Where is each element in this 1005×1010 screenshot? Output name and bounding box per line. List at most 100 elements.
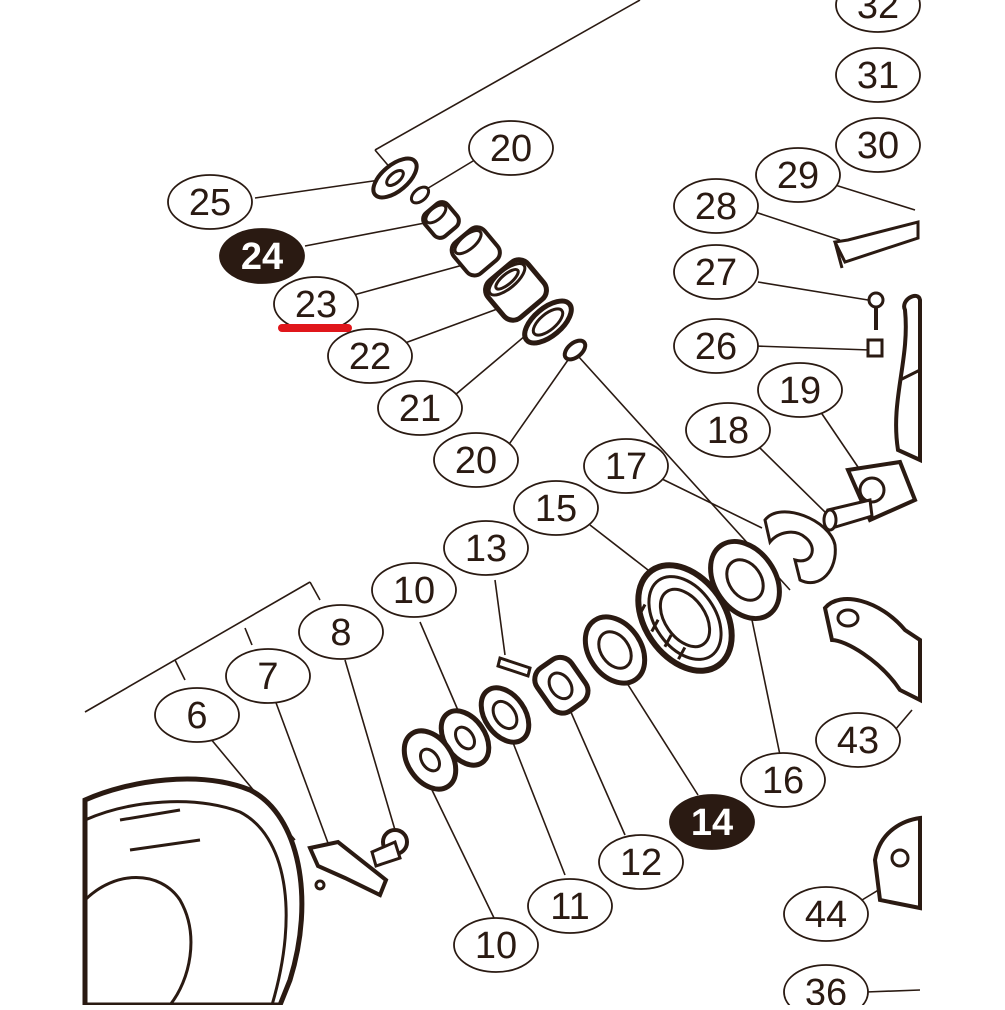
label-number: 15 (535, 488, 577, 530)
label-number: 29 (777, 155, 819, 197)
label-number: 16 (762, 760, 804, 802)
part-label-43: 43 (815, 712, 901, 768)
part-27-screw (867, 291, 885, 330)
part-label-10a: 10 (371, 562, 457, 618)
label-oval (327, 328, 413, 384)
part-label-24: 24 (219, 228, 305, 284)
part-label-13: 13 (443, 520, 529, 576)
label-oval (740, 752, 826, 808)
parts (82, 156, 922, 1008)
label-oval (513, 480, 599, 536)
label-oval (167, 174, 253, 230)
leader-19 (817, 407, 861, 471)
part-label-12: 12 (598, 834, 684, 890)
leader-21 (454, 329, 533, 396)
part-label-8: 8 (298, 604, 384, 660)
label-oval (219, 228, 305, 284)
part-label-28: 28 (673, 178, 759, 234)
leader-43 (894, 709, 913, 731)
leader-26 (754, 345, 871, 351)
part-label-36: 36 (783, 964, 869, 1010)
label-oval (669, 794, 755, 850)
part-label-31: 31 (835, 47, 921, 103)
part-label-27: 27 (673, 244, 759, 300)
leader-13 (494, 579, 506, 656)
label-number: 19 (779, 370, 821, 412)
leader-12 (569, 709, 626, 836)
part-label-19: 19 (757, 362, 843, 418)
part-20-small-ring-top (409, 185, 431, 205)
part-label-23: 23 (273, 276, 359, 332)
leader-28 (754, 211, 841, 241)
leader-8 (344, 659, 396, 831)
leader-20-lower (504, 359, 569, 451)
leader-18 (759, 447, 829, 516)
part-43-handle-piece (822, 597, 922, 704)
part-label-6: 6 (154, 687, 240, 743)
part-6-spool (82, 776, 305, 1008)
part-28-29-bail-arm (832, 220, 920, 269)
part-23-collar (449, 225, 502, 278)
leader-22 (404, 307, 501, 344)
label-oval (673, 244, 759, 300)
label-number: 11 (550, 886, 589, 928)
assembly-bracket-line (374, 0, 641, 151)
label-oval (755, 147, 841, 203)
label-oval (598, 834, 684, 890)
leader-24 (304, 221, 431, 247)
part-44-body-piece (872, 815, 922, 911)
label-number: 18 (707, 410, 749, 452)
leader-7 (274, 699, 339, 871)
label-oval (815, 712, 901, 768)
part-right-housing (894, 293, 922, 464)
label-number: 43 (837, 720, 879, 762)
label-number: 7 (257, 656, 278, 698)
part-14-bearing (582, 614, 648, 686)
leader-17 (659, 477, 763, 529)
label-number: 28 (695, 186, 737, 228)
part-label-17: 17 (583, 438, 669, 494)
spool-bracket-tick-c (309, 581, 321, 601)
part-label-20b: 20 (433, 432, 519, 488)
label-oval (783, 964, 869, 1010)
label-oval (453, 917, 539, 973)
part-26-nut (866, 338, 884, 358)
part-label-11: 11 (527, 878, 613, 934)
label-oval (298, 604, 384, 660)
part-label-7: 7 (225, 648, 311, 704)
leader-29 (834, 184, 916, 211)
part-number-labels: 3231302928272620252423222120191817151310… (154, 0, 921, 1010)
label-number: 8 (330, 612, 351, 654)
part-17-spring-clip (763, 510, 837, 584)
leader-23 (349, 264, 464, 297)
label-oval (583, 438, 669, 494)
label-number: 24 (241, 236, 283, 278)
highlight-underline (278, 324, 352, 332)
part-label-14: 14 (669, 794, 755, 850)
label-oval (835, 117, 921, 173)
leader-10-lower (431, 789, 496, 921)
label-oval (371, 562, 457, 618)
spool-bracket-tick-a (174, 659, 186, 681)
label-number: 10 (393, 570, 435, 612)
label-oval (443, 520, 529, 576)
label-number: 22 (349, 336, 391, 378)
part-25-washer (371, 156, 419, 200)
part-label-30: 30 (835, 117, 921, 173)
label-number: 20 (455, 440, 497, 482)
part-label-26: 26 (673, 318, 759, 374)
part-7-lever (307, 839, 389, 898)
part-22-sleeve (483, 257, 549, 323)
label-number: 23 (295, 284, 337, 326)
leader-lines (84, 0, 921, 993)
part-13-pin (496, 656, 532, 678)
part-12-pinion-sleeve (532, 654, 591, 716)
part-15-gear (635, 562, 735, 674)
part-label-18: 18 (685, 402, 771, 458)
label-oval (783, 886, 869, 942)
label-number: 14 (691, 802, 733, 844)
spool-bracket-tick-b (244, 627, 253, 646)
part-11-washer (478, 685, 532, 745)
leader-16 (751, 619, 781, 756)
